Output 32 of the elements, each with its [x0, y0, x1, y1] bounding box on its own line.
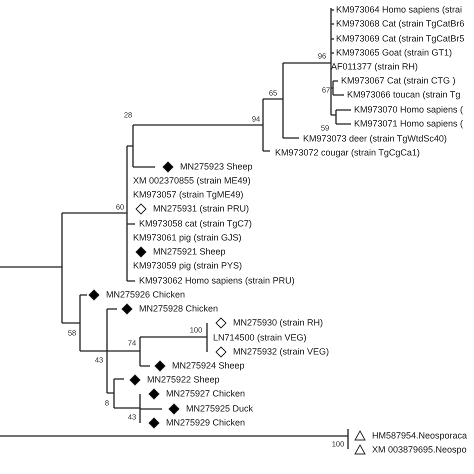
- taxon-label: KM973067 Cat (strain CTG ): [341, 76, 456, 86]
- taxon-label: KM973062 Homo sapiens (strain PRU): [139, 276, 295, 286]
- taxon-label: MN275925 Duck: [186, 404, 254, 414]
- taxon-label: KM973057 (strain TgME49): [133, 190, 244, 200]
- taxon-label: MN275932 (strain VEG): [233, 346, 330, 358]
- taxon-label: LN714500 (strain VEG): [213, 332, 307, 344]
- taxon-label: KM973058 cat (strain TgC7): [139, 218, 252, 230]
- taxon-label: MN275923 Sheep: [180, 162, 253, 172]
- taxon-label: MN275926 Chicken: [106, 290, 186, 300]
- taxon-label: MN275921 Sheep: [153, 246, 226, 258]
- taxon-label: MN275930 (strain RH): [233, 318, 324, 328]
- taxon-label: KM973071 Homo sapiens (: [354, 118, 464, 130]
- taxon-label: KM973073 deer (strain TgWtdSc40): [303, 134, 447, 144]
- taxon-label: KM973059 pig (strain PYS): [133, 260, 242, 272]
- taxon-label: HM587954.Neosporaca: [372, 430, 468, 442]
- taxon-label: MN275924 Sheep: [172, 360, 245, 372]
- taxon-label: MN275928 Chicken: [139, 304, 218, 314]
- taxon-label: MN275922 Sheep: [147, 374, 220, 386]
- taxon-label: KM973072 cougar (strain TgCgCa1): [275, 148, 420, 158]
- taxon-label: XM 002370855 (strain ME49): [133, 176, 251, 186]
- taxon-label: KM973070 Homo sapiens (: [354, 104, 464, 116]
- taxon-label: MN275927 Chicken: [166, 388, 246, 400]
- taxon-label: XM 003879695.Neospo: [372, 444, 467, 456]
- taxon-label: KM973066 toucan (strain Tg: [347, 90, 460, 100]
- taxon-label: KM973065 Goat (strain GT1): [336, 48, 452, 58]
- taxon-label: KM973064 Homo sapiens (strai: [336, 4, 462, 16]
- taxon-label: MN275929 Chicken: [166, 418, 246, 428]
- taxon-label: KM973069 Cat (strain TgCatBr5: [336, 34, 464, 44]
- taxon-label: AF011377 (strain RH): [331, 62, 418, 72]
- taxon-label: KM973061 pig (strain GJS): [133, 232, 242, 244]
- taxon-label: MN275931 (strain PRU): [153, 204, 250, 214]
- taxon-label: KM973068 Cat (strain TgCatBr6: [336, 18, 464, 30]
